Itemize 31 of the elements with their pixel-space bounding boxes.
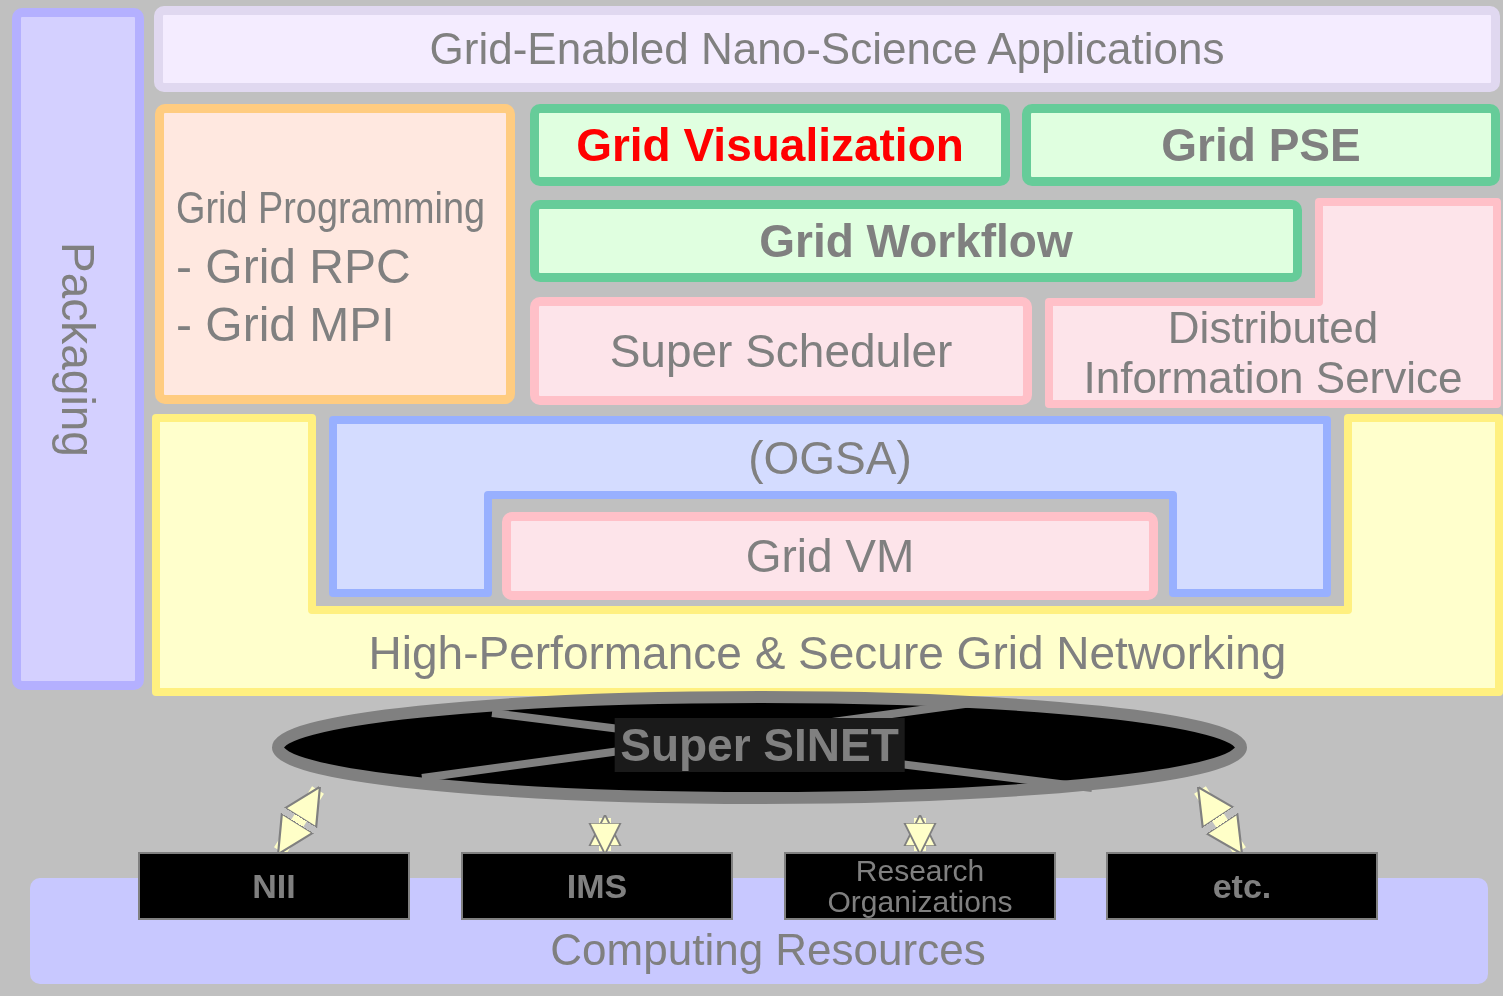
network-label: Super SINET xyxy=(614,718,905,772)
list-item: - Grid MPI xyxy=(176,297,395,352)
layer-label: etc. xyxy=(1212,866,1272,906)
site-box xyxy=(138,852,410,920)
layer-box xyxy=(530,200,1302,282)
layer-label: Super Scheduler xyxy=(609,324,953,378)
layer-box xyxy=(1022,104,1500,186)
vertical-label: Packaging xyxy=(51,241,105,457)
layer-label: Grid Visualization xyxy=(576,118,964,172)
layer-box xyxy=(154,6,1500,92)
layer-label: NII xyxy=(252,866,296,906)
layer-label: Grid VM xyxy=(745,529,915,583)
side-bar xyxy=(12,8,144,690)
site-box xyxy=(1106,852,1378,920)
layer-label: (OGSA) xyxy=(748,430,912,485)
layer-label: Grid-Enabled Nano-Science Applications xyxy=(429,24,1225,74)
layer-box xyxy=(530,297,1032,405)
layer-label: Grid Workflow xyxy=(759,214,1073,268)
site-box xyxy=(461,852,733,920)
heading-text: Grid Programming xyxy=(176,183,486,233)
layer-label: Research Organizations xyxy=(826,855,1014,917)
layer-label: High-Performance & Secure Grid Networking xyxy=(368,626,1287,680)
layer-label: Grid PSE xyxy=(1161,118,1361,172)
layer-box xyxy=(155,104,515,404)
layer-label: Distributed Information Service xyxy=(1082,303,1464,403)
site-box xyxy=(784,852,1056,920)
layer-box xyxy=(530,104,1010,186)
layer-label: Computing Resources xyxy=(550,926,986,974)
layer-label: IMS xyxy=(566,866,628,906)
list-item: - Grid RPC xyxy=(176,239,411,294)
layer-box xyxy=(502,512,1158,600)
